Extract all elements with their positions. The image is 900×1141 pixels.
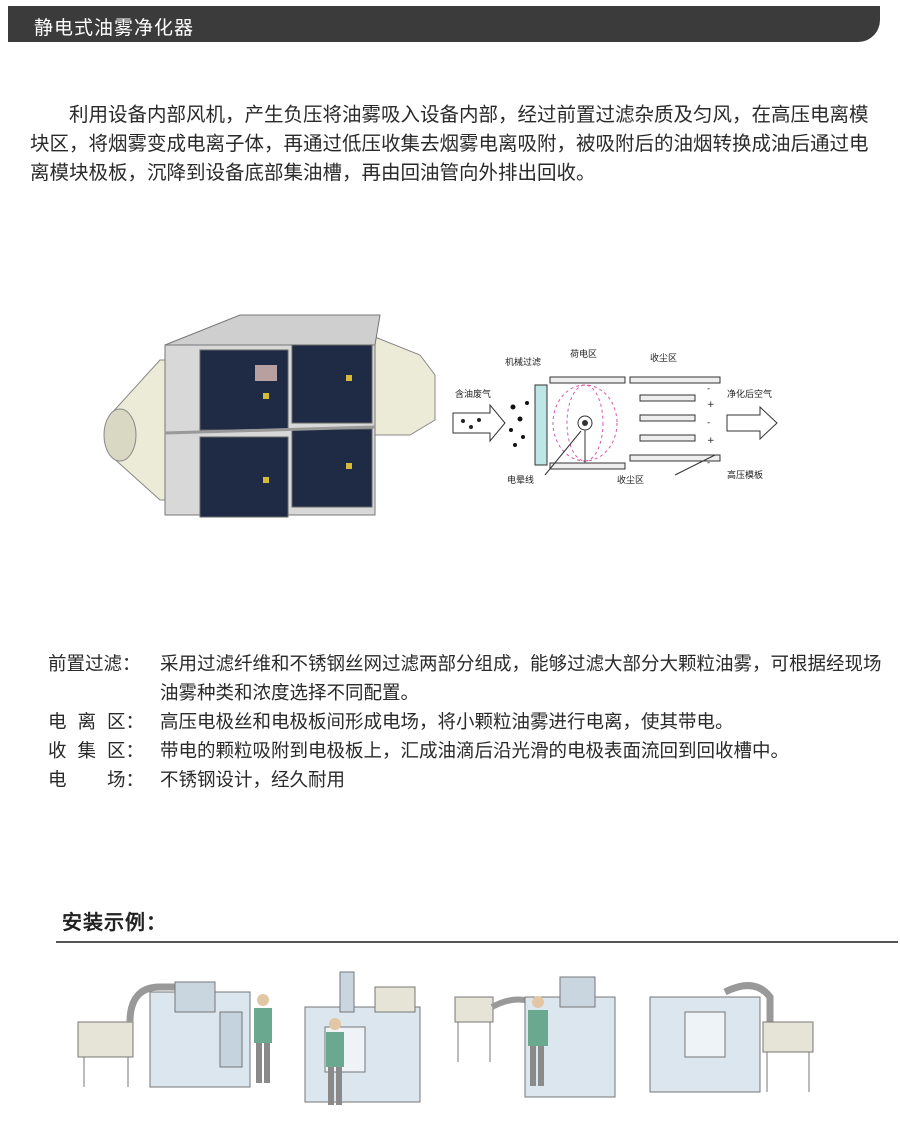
principle-diagram: 机械过滤 荷电区 收尘区 含油废气 净化后空气 电晕线 收尘区 高压模板 - + -… (452, 348, 778, 486)
feature-desc: 高压电极丝和电极板间形成电场，将小颗粒油雾进行电离，使其带电。 (160, 712, 734, 733)
feature-desc: 采用过滤纤维和不锈钢丝网过滤两部分组成，能够过滤大部分大颗粒油雾，可根据经现场油… (160, 654, 882, 704)
label-inlet: 含油废气 (455, 388, 491, 400)
install-example-2 (304, 971, 421, 1105)
svg-text:-: - (707, 418, 710, 428)
install-example-4 (649, 982, 814, 1093)
page-title: 静电式油雾净化器 (34, 17, 195, 39)
intro-section: 利用设备内部风机，产生负压将油雾吸入设备内部，经过前置过滤杂质及匀风，在高压电离… (30, 100, 880, 187)
feature-prefilter: 前置过滤： 采用过滤纤维和不锈钢丝网过滤两部分组成，能够过滤大部分大颗粒油雾，可… (48, 650, 898, 708)
intro-paragraph: 利用设备内部风机，产生负压将油雾吸入设备内部，经过前置过滤杂质及匀风，在高压电离… (30, 103, 869, 184)
label-outlet: 净化后空气 (727, 388, 772, 400)
svg-text:+: + (707, 400, 715, 410)
install-examples (70, 962, 890, 1122)
feature-field: 电场： 不锈钢设计，经久耐用 (48, 766, 898, 795)
feature-list: 前置过滤： 采用过滤纤维和不锈钢丝网过滤两部分组成，能够过滤大部分大颗粒油雾，可… (48, 650, 898, 795)
section-divider (56, 941, 898, 943)
feature-ionization: 电离区： 高压电极丝和电极板间形成电场，将小颗粒油雾进行电离，使其带电。 (48, 708, 898, 737)
feature-label: 前置过滤： (48, 654, 141, 675)
svg-text:+: + (707, 436, 715, 446)
install-example-3 (454, 976, 616, 1098)
install-title: 安装示例： (62, 910, 167, 934)
feature-label: 收集区： (48, 741, 144, 762)
title-bar: 静电式油雾净化器 (8, 6, 880, 42)
install-example-1 (77, 981, 272, 1088)
feature-label: 电场： (48, 770, 144, 791)
label-collect-top: 收尘区 (650, 352, 677, 364)
label-filter: 机械过滤 (505, 356, 541, 368)
svg-text:-: - (707, 384, 710, 394)
label-charge: 荷电区 (570, 348, 597, 360)
feature-label: 电离区： (48, 712, 144, 733)
purifier-unit-image (103, 314, 436, 518)
feature-collection: 收集区： 带电的颗粒吸附到电极板上，汇成油滴后沿光滑的电极表面流回到回收槽中。 (48, 737, 898, 766)
svg-text:-: - (707, 458, 710, 468)
feature-desc: 不锈钢设计，经久耐用 (160, 770, 346, 791)
feature-desc: 带电的颗粒吸附到电极板上，汇成油滴后沿光滑的电极表面流回到回收槽中。 (160, 741, 790, 762)
label-wire: 电晕线 (507, 474, 534, 486)
label-collect-bottom: 收尘区 (617, 474, 644, 486)
label-plate: 高压模板 (727, 469, 763, 481)
